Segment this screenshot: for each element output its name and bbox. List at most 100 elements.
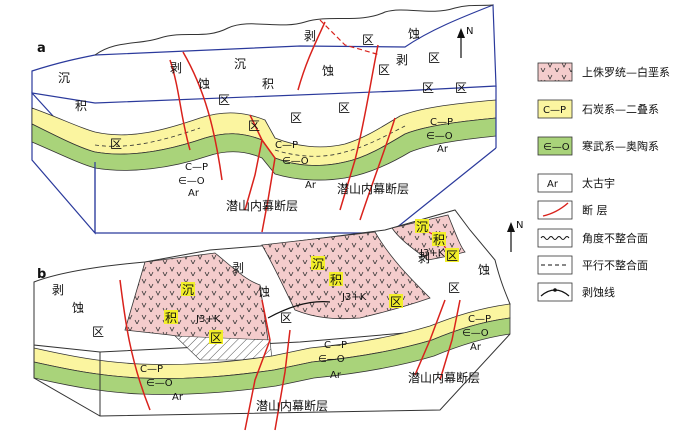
label: 区: [110, 137, 122, 151]
panel-a: a 沉 积 区 剥 蚀 区 沉 积 区: [31, 4, 497, 235]
legend-label: 平行不整合面: [582, 258, 648, 272]
panel-b-fault-1: [119, 279, 151, 411]
label: ∈—O: [146, 378, 173, 389]
legend-symbol: ∈—O: [543, 142, 570, 153]
legend-erosion-swatch: [537, 282, 573, 302]
fault-label: 潜山内幕断层: [337, 181, 409, 196]
label: 积: [330, 273, 342, 287]
label: 蚀: [478, 263, 490, 277]
panel-b: b 剥 蚀 区 剥 蚀 区 剥 蚀 区: [33, 209, 523, 431]
label: 区: [455, 81, 467, 95]
legend: 上侏罗统—白垩系 C—P 石炭系—二叠系 ∈—O 寒武系—奥陶系 Ar 太古宇 …: [537, 62, 670, 302]
panel-a-fault-1: [169, 59, 191, 151]
label: 剥: [52, 283, 64, 297]
fault-icon: [542, 202, 569, 217]
label: J3+K: [341, 292, 367, 303]
legend-label: 剥蚀线: [582, 285, 615, 299]
label: 区: [378, 63, 390, 77]
label: Ar: [172, 392, 184, 403]
label: C—P: [468, 314, 491, 325]
label: J3+K: [419, 248, 445, 259]
panel-b-jk-region-2: [261, 231, 431, 320]
label: 区: [210, 331, 222, 345]
label: 沉: [234, 57, 246, 71]
label: C—P: [324, 340, 347, 351]
label: 区: [92, 325, 104, 339]
label: ∈—O: [462, 328, 489, 339]
north-arrow-icon: N: [457, 26, 473, 58]
panel-a-label: a: [37, 41, 46, 56]
label: 蚀: [322, 64, 334, 78]
legend-label: 角度不整合面: [582, 231, 648, 245]
label: 剥: [232, 261, 244, 275]
label: 蚀: [72, 301, 84, 315]
legend-co-swatch: [537, 136, 573, 156]
label: Ar: [437, 144, 449, 155]
label: ∈—O: [178, 176, 205, 187]
fault-label: 潜山内幕断层: [226, 198, 298, 213]
label: 区: [446, 249, 458, 263]
north-arrow-icon: N: [507, 220, 523, 252]
legend-symbol: C—P: [543, 105, 566, 116]
label: C—P: [185, 162, 208, 173]
legend-cp-swatch: [537, 99, 573, 119]
label: 剥: [418, 251, 430, 265]
label: ∈—O: [426, 131, 453, 142]
legend-symbol: Ar: [547, 179, 559, 190]
panel-b-label: b: [37, 267, 46, 282]
label: 沉: [416, 220, 428, 234]
label: 蚀: [408, 27, 420, 41]
label: 区: [428, 51, 440, 65]
label: 积: [165, 311, 177, 325]
fault-label: 潜山内幕断层: [256, 398, 328, 413]
label: 蚀: [258, 285, 270, 299]
panel-b-fault-2: [244, 299, 271, 431]
panel-a-fault-4: [261, 139, 276, 233]
panel-a-fault-3: [244, 114, 263, 211]
north-label: N: [516, 220, 523, 231]
label: 剥: [170, 61, 182, 75]
label: Ar: [305, 180, 317, 191]
label: C—P: [275, 140, 298, 151]
legend-pattern-swatch: [537, 62, 573, 82]
panel-a-fault-2: [182, 51, 223, 181]
label: 区: [390, 295, 402, 309]
label: 区: [248, 119, 260, 133]
legend-label: 寒武系—奥陶系: [582, 139, 659, 153]
legend-angular-swatch: [537, 228, 573, 248]
label: 沉: [312, 257, 324, 271]
label: 区: [280, 311, 292, 325]
label: 区: [362, 33, 374, 47]
label: Ar: [188, 188, 200, 199]
north-label: N: [466, 26, 473, 37]
panel-a-fault-5: [339, 44, 379, 211]
label: 区: [422, 81, 434, 95]
label: 蚀: [198, 77, 210, 91]
label: Ar: [330, 370, 342, 381]
panel-b-fault-3: [414, 299, 446, 376]
label: J3+K: [195, 314, 221, 325]
wavy-line-icon: [540, 236, 570, 240]
panel-b-co-band: [33, 317, 511, 395]
label: Ar: [470, 342, 482, 353]
label: 区: [448, 281, 460, 295]
label: C—P: [430, 117, 453, 128]
label: 积: [75, 99, 87, 113]
label: ∈—O: [318, 354, 345, 365]
label: 区: [338, 101, 350, 115]
label: 沉: [58, 71, 70, 85]
label: 区: [218, 93, 230, 107]
label: 区: [290, 111, 302, 125]
label: ∈—O: [282, 156, 309, 167]
fault-label: 潜山内幕断层: [408, 370, 480, 385]
legend-label: 上侏罗统—白垩系: [582, 65, 670, 79]
label: 积: [433, 233, 445, 247]
label: C—P: [140, 364, 163, 375]
legend-label: 石炭系—二叠系: [582, 103, 659, 116]
label: 剥: [396, 53, 408, 67]
legend-ar-swatch: [537, 173, 573, 193]
label: 沉: [182, 283, 194, 297]
label: 积: [262, 77, 274, 91]
legend-label: 太古宇: [582, 177, 615, 190]
